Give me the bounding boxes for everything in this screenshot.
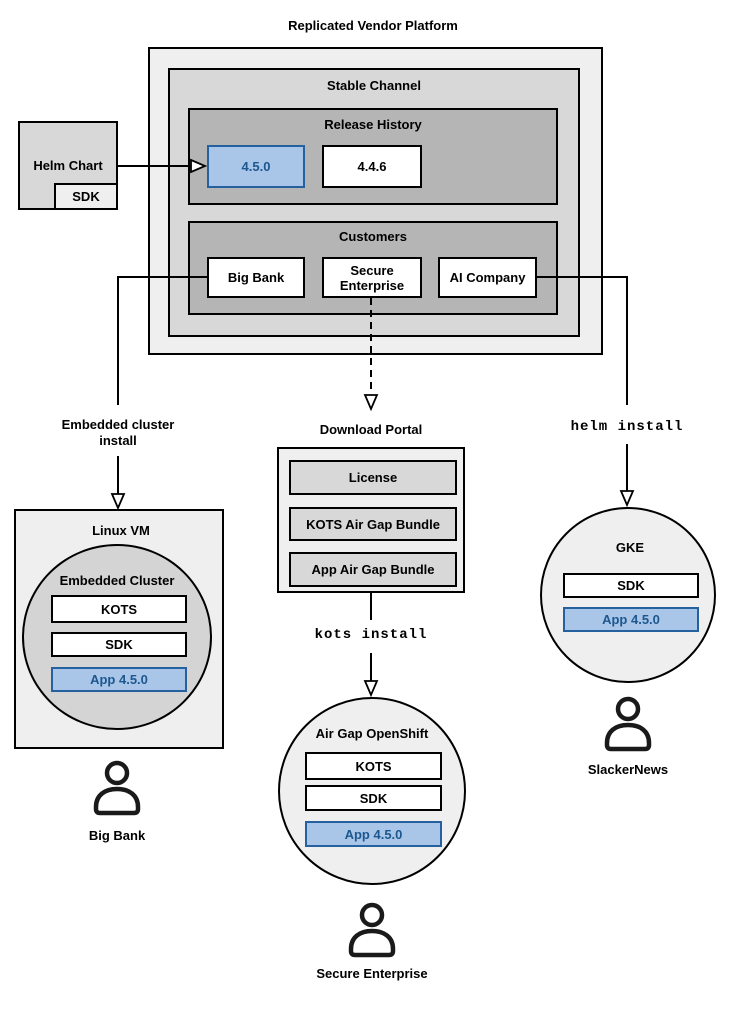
kots-install-label: kots install xyxy=(314,627,428,643)
gke-sdk-box: SDK xyxy=(563,573,699,598)
release-history-title: Release History xyxy=(324,117,422,132)
customer-big-bank-box: Big Bank xyxy=(207,257,305,298)
release-current-box: 4.5.0 xyxy=(207,145,305,188)
helm-chart-box: Helm Chart SDK xyxy=(18,121,118,210)
airgap-app-box: App 4.5.0 xyxy=(305,821,442,847)
embedded-kots-box: KOTS xyxy=(51,595,187,623)
portal-kots-bundle-box: KOTS Air Gap Bundle xyxy=(289,507,457,541)
airgap-sdk-box: SDK xyxy=(305,785,442,811)
portal-license-box: License xyxy=(289,460,457,495)
arrowhead-down-icon xyxy=(363,680,379,698)
customer-ai-company-box: AI Company xyxy=(438,257,537,298)
helm-chart-sdk-box: SDK xyxy=(54,183,118,210)
helm-chart-label: Helm Chart xyxy=(33,158,103,173)
big-bank-user-icon xyxy=(93,760,141,816)
slackernews-user-icon xyxy=(604,696,652,752)
airgap-kots-box: KOTS xyxy=(305,752,442,780)
embedded-cluster-title: Embedded Cluster xyxy=(59,573,175,588)
arrowhead-down-icon xyxy=(619,490,635,508)
customers-title: Customers xyxy=(339,229,407,244)
arrowhead-down-icon xyxy=(363,394,379,412)
download-portal-title: Download Portal xyxy=(319,422,423,437)
customer-secure-enterprise-box: Secure Enterprise xyxy=(322,257,422,298)
gke-app-box: App 4.5.0 xyxy=(563,607,699,632)
embedded-sdk-box: SDK xyxy=(51,632,187,657)
portal-app-bundle-box: App Air Gap Bundle xyxy=(289,552,457,587)
linux-vm-title: Linux VM xyxy=(92,523,150,538)
gke-title: GKE xyxy=(615,540,645,555)
secure-enterprise-user-label: Secure Enterprise xyxy=(316,966,428,981)
linux-vm-box: Linux VM Embedded Cluster KOTS SDK App 4… xyxy=(14,509,224,749)
embedded-cluster-install-label: Embedded cluster install xyxy=(61,417,175,448)
airgap-openshift-circle: Air Gap OpenShift KOTS SDK App 4.5.0 xyxy=(278,697,466,885)
gke-circle: GKE SDK App 4.5.0 xyxy=(540,507,716,683)
airgap-openshift-title: Air Gap OpenShift xyxy=(315,726,429,741)
embedded-cluster-circle: Embedded Cluster KOTS SDK App 4.5.0 xyxy=(22,544,212,730)
download-portal-box: License KOTS Air Gap Bundle App Air Gap … xyxy=(277,447,465,593)
diagram-title: Replicated Vendor Platform xyxy=(288,18,458,33)
embedded-app-box: App 4.5.0 xyxy=(51,667,187,692)
release-previous-box: 4.4.6 xyxy=(322,145,422,188)
stable-channel-title: Stable Channel xyxy=(327,78,421,93)
secure-enterprise-user-icon xyxy=(348,902,396,958)
big-bank-user-label: Big Bank xyxy=(88,828,146,843)
arrowhead-down-icon xyxy=(110,493,126,511)
helm-install-label: helm install xyxy=(570,419,684,435)
slackernews-user-label: SlackerNews xyxy=(587,762,669,777)
